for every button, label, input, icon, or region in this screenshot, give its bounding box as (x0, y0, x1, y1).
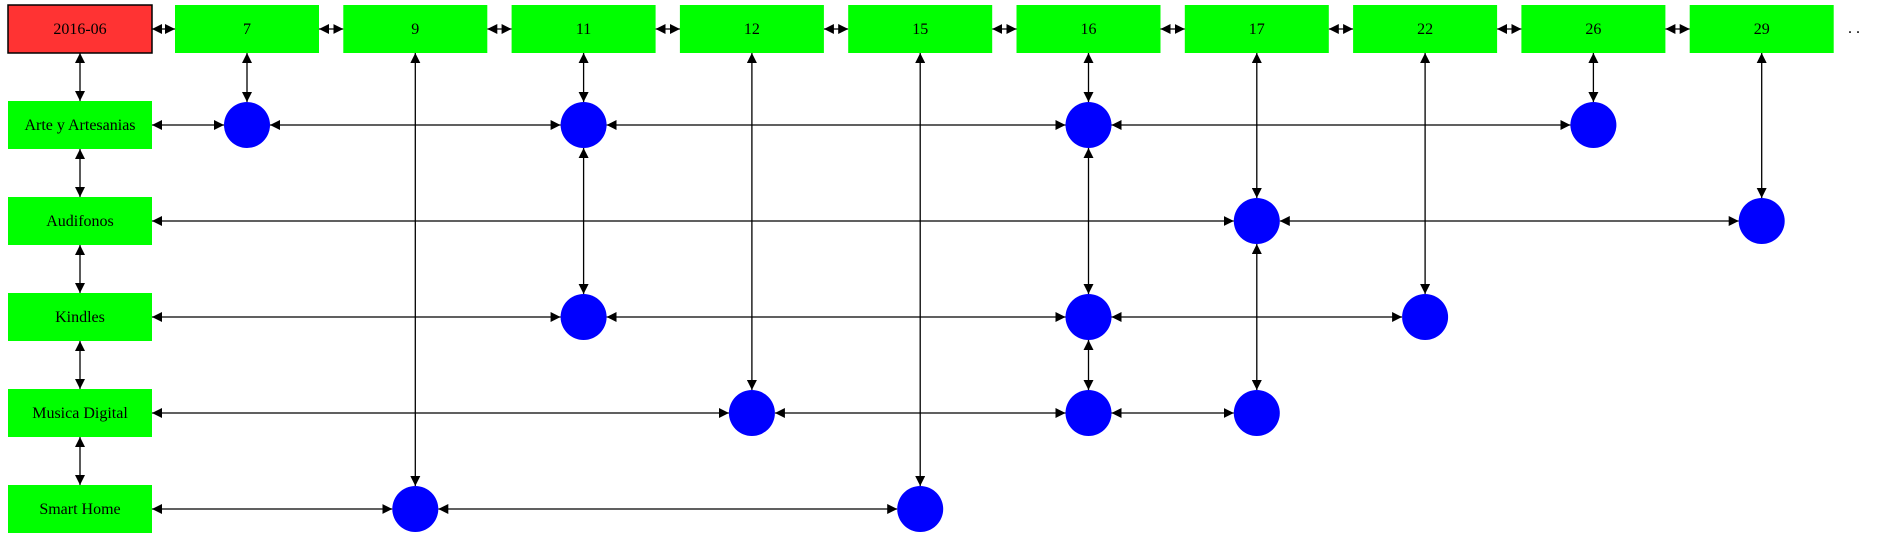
trailing-mark: . . (1848, 20, 1860, 37)
column-node-15-label: 15 (912, 21, 928, 38)
category-node-smart-home-box (8, 485, 152, 533)
category-node-audifonos-box (8, 197, 152, 245)
root-date-node-label: 2016-06 (53, 21, 106, 38)
dot-musica-digital-16 (1065, 390, 1112, 436)
column-node-9: 9 (343, 5, 488, 53)
category-node-kindles-label: Kindles (55, 309, 105, 326)
dot-arte-y-artesanias-26 (1570, 102, 1617, 148)
column-node-17-box (1184, 5, 1329, 53)
dot-smart-home-9 (392, 486, 439, 532)
column-node-16-label: 16 (1081, 21, 1097, 38)
category-node-kindles-box (8, 293, 152, 341)
edges-layer (75, 24, 1767, 514)
column-node-15: 15 (848, 5, 993, 53)
dot-arte-y-artesanias-11 (560, 102, 607, 148)
dot-arte-y-artesanias-16 (1065, 102, 1112, 148)
column-node-11-label: 11 (576, 21, 591, 38)
category-node-arte-y-artesanias-box (8, 101, 152, 149)
column-node-11: 11 (511, 5, 656, 53)
column-node-12: 12 (679, 5, 824, 53)
column-node-29: 29 (1689, 5, 1834, 53)
column-node-29-box (1689, 5, 1834, 53)
column-node-26-box (1521, 5, 1666, 53)
category-node-arte-y-artesanias-label: Arte y Artesanias (24, 117, 135, 134)
column-node-17: 17 (1184, 5, 1329, 53)
category-node-smart-home-label: Smart Home (39, 501, 120, 518)
column-node-26: 26 (1521, 5, 1666, 53)
dot-kindles-11 (560, 294, 607, 340)
dot-audifonos-29 (1738, 198, 1785, 244)
category-node-kindles: Kindles (8, 293, 152, 341)
dot-kindles-16 (1065, 294, 1112, 340)
column-node-15-box (848, 5, 993, 53)
category-node-smart-home: Smart Home (8, 485, 152, 533)
column-node-7-box (175, 5, 319, 53)
column-node-22: 22 (1353, 5, 1498, 53)
column-node-22-label: 22 (1417, 21, 1433, 38)
column-node-9-box (343, 5, 488, 53)
column-node-16-box (1016, 5, 1161, 53)
column-node-12-box (679, 5, 824, 53)
column-node-7: 7 (175, 5, 319, 53)
column-node-16: 16 (1016, 5, 1161, 53)
dot-musica-digital-12 (728, 390, 775, 436)
column-node-9-label: 9 (411, 21, 419, 38)
category-node-arte-y-artesanias: Arte y Artesanias (8, 101, 152, 149)
column-node-29-label: 29 (1754, 21, 1770, 38)
category-node-musica-digital-label: Musica Digital (32, 405, 128, 422)
root-date-node-box (7, 4, 153, 54)
dot-kindles-22 (1402, 294, 1449, 340)
category-node-musica-digital: Musica Digital (8, 389, 152, 437)
column-node-11-box (511, 5, 656, 53)
category-node-audifonos: Audifonos (8, 197, 152, 245)
column-node-17-label: 17 (1249, 21, 1265, 38)
root-date-node: 2016-06 (7, 4, 153, 54)
dot-audifonos-17 (1233, 198, 1280, 244)
category-node-audifonos-label: Audifonos (46, 213, 114, 230)
column-node-12-label: 12 (744, 21, 760, 38)
dot-arte-y-artesanias-7 (224, 102, 270, 148)
column-node-22-box (1353, 5, 1498, 53)
category-node-musica-digital-box (8, 389, 152, 437)
dot-smart-home-15 (897, 486, 944, 532)
column-node-7-label: 7 (243, 21, 251, 38)
column-node-26-label: 26 (1585, 21, 1601, 38)
dot-musica-digital-17 (1233, 390, 1280, 436)
